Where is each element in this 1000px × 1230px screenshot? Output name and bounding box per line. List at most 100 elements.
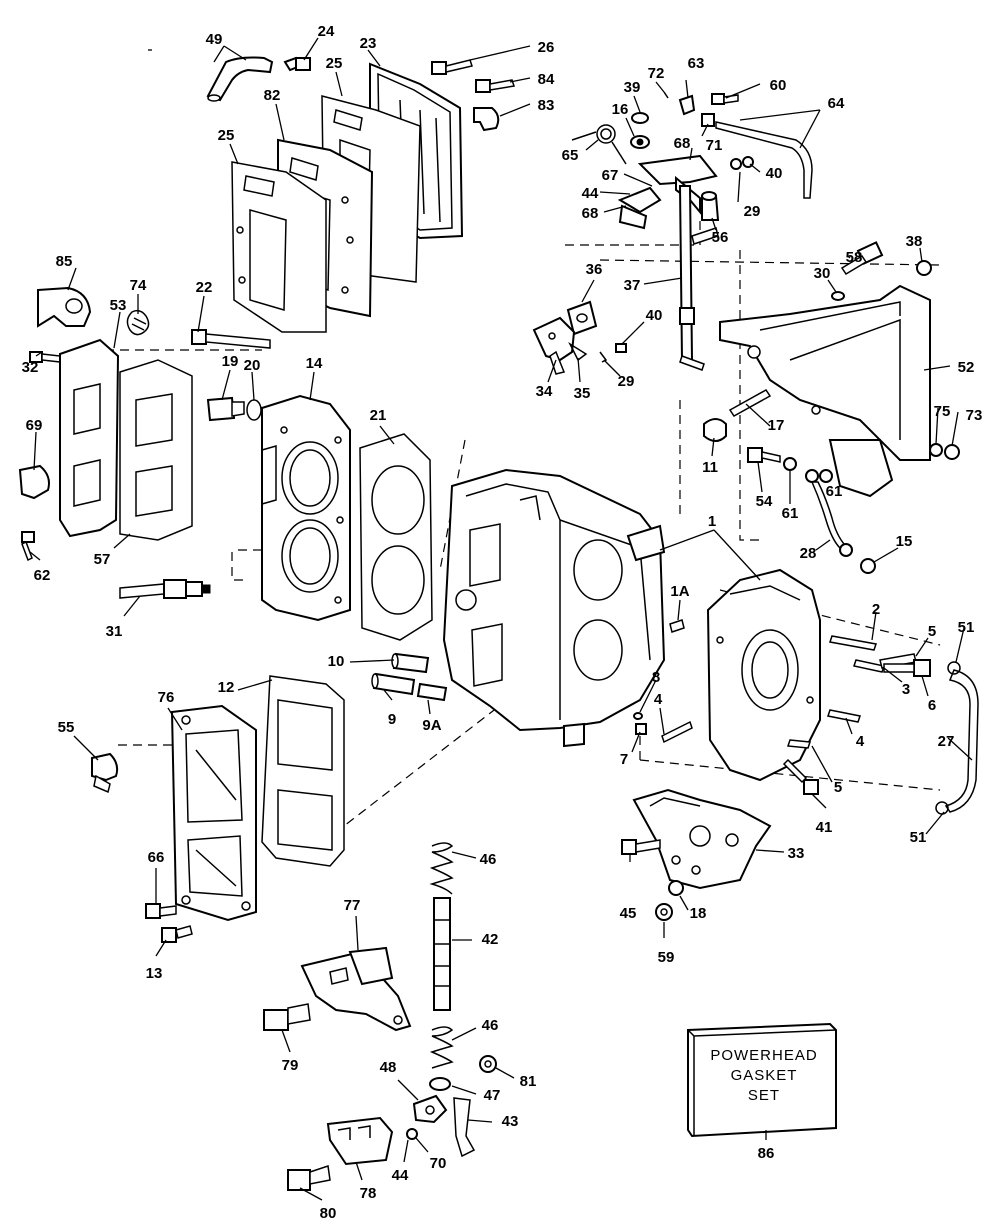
callout-57: 57	[94, 551, 111, 568]
callout-20: 20	[244, 357, 261, 374]
callout-29-top: 29	[744, 203, 761, 220]
callout-78: 78	[360, 1185, 377, 1202]
callout-45: 45	[620, 905, 637, 922]
part-58-bolt	[840, 241, 884, 276]
callout-86: 86	[758, 1145, 775, 1162]
callout-67: 67	[602, 167, 619, 184]
callout-3: 3	[902, 681, 910, 698]
callout-55: 55	[58, 719, 75, 736]
callout-51-top: 51	[958, 619, 975, 636]
callout-34: 34	[536, 383, 553, 400]
callout-72: 72	[648, 65, 665, 82]
callout-26: 26	[538, 39, 555, 56]
part-48-lever	[412, 1094, 448, 1124]
part-27-hose	[944, 669, 979, 813]
part-5-screw-bottom	[786, 739, 812, 749]
callout-56: 56	[712, 229, 729, 246]
part-31-spark-plug	[119, 579, 211, 599]
callout-54: 54	[756, 493, 773, 510]
callout-81: 81	[520, 1073, 537, 1090]
part-45-bolt	[621, 839, 661, 855]
callout-7: 7	[620, 751, 628, 768]
callout-11: 11	[702, 459, 718, 476]
callout-29-mid: 29	[618, 373, 635, 390]
part-9-tube	[371, 672, 416, 696]
part-53-intake-cover	[59, 338, 120, 538]
callout-46-top: 46	[480, 851, 497, 868]
callout-60: 60	[770, 77, 787, 94]
callout-51-bottom: 51	[910, 829, 927, 846]
part-52-bracket	[719, 284, 931, 498]
callout-23: 23	[360, 35, 377, 52]
callout-69: 69	[26, 417, 43, 434]
callout-19: 19	[222, 353, 239, 370]
callout-61-left: 61	[782, 505, 799, 522]
part-70-washer	[406, 1128, 418, 1140]
callout-4-left: 4	[654, 691, 663, 708]
part-4-stud-left	[661, 720, 693, 744]
callout-22: 22	[196, 279, 213, 296]
part-46-spring-bottom	[429, 1026, 454, 1069]
part-9a-tube	[416, 682, 448, 702]
callout-68-bottom: 68	[582, 205, 599, 222]
part-40-screw	[730, 156, 754, 170]
part-8-dowel	[633, 712, 643, 720]
callout-14: 14	[306, 355, 323, 372]
part-79-bolt	[263, 1003, 311, 1031]
callout-30: 30	[814, 265, 831, 282]
part-56-bushing	[701, 191, 720, 221]
callout-46-bottom: 46	[482, 1017, 499, 1034]
part-32-screw	[29, 351, 61, 363]
callout-58: 58	[846, 249, 863, 266]
part-86-gasket-set-box: POWERHEAD GASKET SET	[687, 1022, 837, 1138]
part-64-rod	[715, 121, 813, 199]
callout-82: 82	[264, 87, 281, 104]
part-10-tube	[391, 652, 430, 674]
part-57-gasket	[119, 359, 193, 541]
part-21-head-gasket	[359, 433, 433, 641]
part-77-bracket	[300, 946, 412, 1032]
part-75-washer	[929, 443, 943, 457]
callout-43: 43	[502, 1113, 519, 1130]
part-72-pin	[663, 91, 669, 99]
callout-1a: 1A	[670, 583, 689, 600]
callout-61-right: 61	[826, 483, 843, 500]
part-54-bolt	[747, 447, 781, 463]
part-26-bolt	[431, 59, 473, 75]
part-65-spring	[571, 124, 627, 165]
callout-32: 32	[22, 359, 39, 376]
part-59-nut	[655, 903, 673, 921]
part-46-spring-top	[429, 842, 454, 895]
callout-64: 64	[828, 95, 845, 112]
callout-21: 21	[370, 407, 387, 424]
part-30-washer	[831, 291, 845, 301]
part-18-washer	[668, 880, 684, 896]
part-17-stud	[728, 389, 772, 417]
part-39-washer	[631, 112, 649, 124]
callout-38: 38	[906, 233, 923, 250]
part-62-screw	[21, 531, 35, 562]
callout-70: 70	[430, 1155, 447, 1172]
callout-68-top: 68	[674, 135, 691, 152]
leader-lines	[29, 37, 973, 1201]
part-63-clip	[678, 94, 696, 116]
part-83-clip	[473, 107, 500, 132]
part-2-stud	[829, 635, 877, 651]
callout-10: 10	[328, 653, 345, 670]
part-12-gasket	[261, 675, 345, 867]
part-73-nut	[944, 444, 960, 460]
callout-66: 66	[148, 849, 165, 866]
callout-40-mid: 40	[646, 307, 663, 324]
callout-25-front: 25	[218, 127, 235, 144]
callout-1: 1	[708, 513, 716, 530]
part-81-washer	[479, 1055, 497, 1073]
callout-74: 74	[130, 277, 147, 294]
callout-40-top: 40	[766, 165, 783, 182]
part-20-gasket-ring	[246, 399, 262, 421]
callout-85: 85	[56, 253, 73, 270]
callout-65: 65	[562, 147, 579, 164]
callout-80: 80	[320, 1205, 337, 1222]
callout-13: 13	[146, 965, 163, 982]
callout-53: 53	[110, 297, 127, 314]
